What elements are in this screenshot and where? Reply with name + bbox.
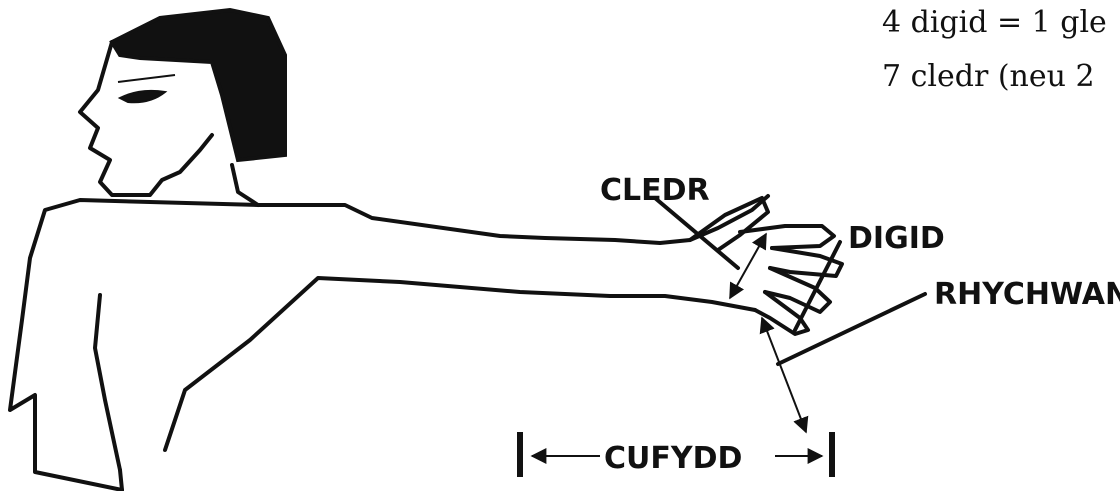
figure-eyebrow bbox=[118, 75, 175, 82]
hand-finger-1 bbox=[740, 226, 834, 248]
figure-neck bbox=[232, 165, 258, 205]
hand-finger-4 bbox=[755, 292, 808, 334]
note-palm-to-cubit: 7 cledr (neu 2 bbox=[882, 59, 1095, 94]
note-digit-to-palm: 4 digid = 1 gle bbox=[882, 5, 1107, 40]
arm-bottom-edge bbox=[165, 278, 755, 450]
cledr-pointer-line bbox=[655, 198, 738, 268]
figure-face bbox=[80, 42, 212, 195]
figure-chest bbox=[95, 295, 120, 470]
figure-hair bbox=[112, 10, 285, 160]
label-cledr: CLEDR bbox=[600, 173, 710, 208]
label-cufydd: CUFYDD bbox=[604, 441, 742, 476]
figure-back bbox=[10, 200, 258, 490]
figure-chest-front bbox=[120, 470, 122, 490]
label-rhychwant: RHYCHWANT bbox=[934, 277, 1120, 312]
span-arrow bbox=[762, 318, 806, 432]
eye-icon bbox=[120, 91, 165, 102]
label-digid: DIGID bbox=[848, 221, 945, 256]
